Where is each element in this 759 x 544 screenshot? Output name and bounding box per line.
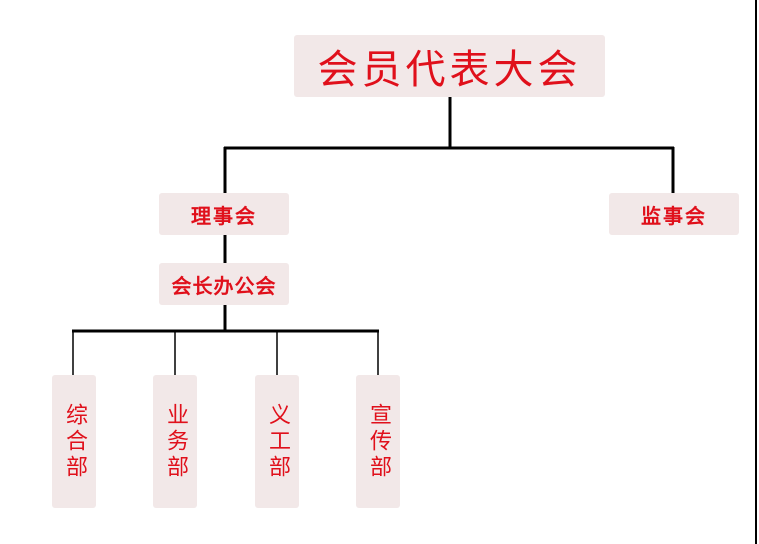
node-council-label: 理事会: [191, 203, 257, 228]
node-department-label: 义工部: [265, 402, 290, 481]
node-department-business: 业务部: [153, 375, 197, 508]
node-department-publicity: 宣传部: [356, 375, 400, 508]
node-member-congress: 会员代表大会: [294, 35, 605, 97]
node-president-office: 会长办公会: [159, 263, 289, 305]
node-department-label: 业务部: [163, 402, 188, 481]
node-department-volunteer: 义工部: [255, 375, 299, 508]
node-department-label: 宣传部: [366, 402, 391, 481]
node-president-office-label: 会长办公会: [171, 273, 277, 298]
page-border-right: [755, 0, 757, 544]
node-supervisory-board: 监事会: [609, 193, 739, 235]
node-department-label: 综合部: [62, 402, 87, 481]
node-supervisory-board-label: 监事会: [641, 203, 707, 228]
node-department-general: 综合部: [52, 375, 96, 508]
node-member-congress-label: 会员代表大会: [317, 47, 582, 93]
node-council: 理事会: [159, 193, 289, 235]
